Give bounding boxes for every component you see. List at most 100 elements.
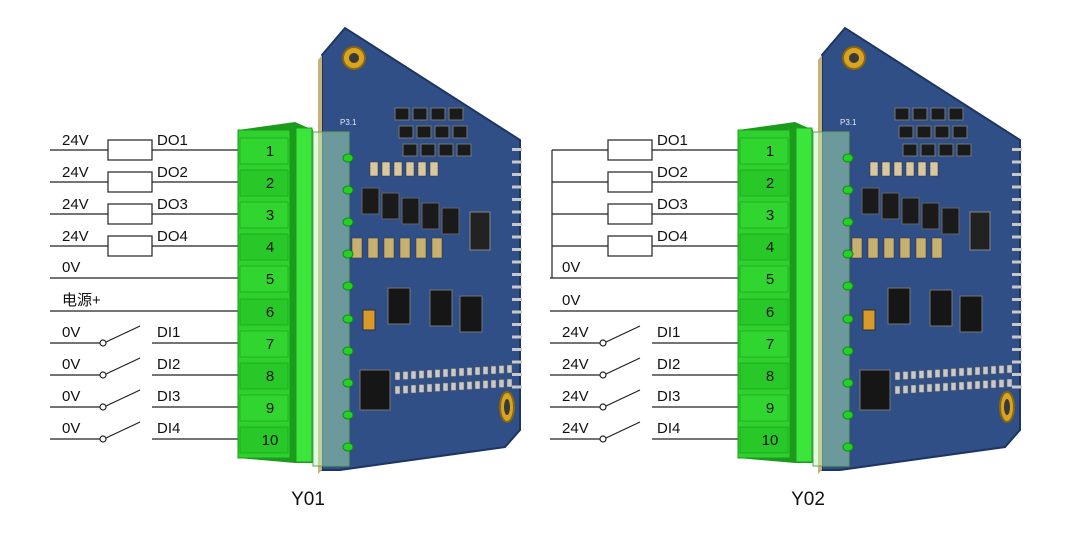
edge-pin	[1012, 373, 1022, 376]
pcb-board: P3.1	[818, 26, 1022, 474]
pin-number: 7	[766, 336, 774, 353]
switch-contact	[599, 435, 607, 443]
output-source-label: 24V	[62, 132, 89, 149]
header-pin	[966, 367, 973, 376]
output-name-label: DO4	[157, 228, 188, 245]
pin-number: 4	[266, 239, 274, 256]
ic-chip	[901, 197, 920, 225]
smd-diode	[420, 143, 436, 157]
header-pin	[490, 365, 497, 375]
header-pin	[982, 380, 989, 389]
header-pin	[482, 366, 489, 375]
mounting-hole-top-center	[849, 53, 859, 63]
output-name-label: DO1	[657, 132, 688, 149]
smd-capacitor	[851, 237, 863, 259]
terminal-pin	[842, 346, 854, 356]
output-name-label: DO1	[157, 132, 188, 149]
output-line-1: DO1	[552, 132, 744, 161]
terminal-side	[795, 127, 813, 463]
edge-pin	[512, 348, 522, 351]
input-source-label: 0V	[62, 324, 80, 341]
input-name-label: DI1	[657, 324, 680, 341]
terminal-pin	[842, 185, 854, 195]
smd-diode	[930, 107, 946, 121]
terminal-slot	[239, 265, 289, 293]
load-resistor	[107, 203, 153, 225]
edge-pin	[512, 310, 522, 314]
switch-lever	[605, 389, 641, 407]
ic-large	[469, 211, 491, 251]
terminal-pin	[342, 217, 354, 227]
switch-lever	[605, 421, 641, 439]
power-line-1: 0V	[50, 259, 244, 279]
header-pin	[506, 364, 513, 374]
mosfet	[959, 295, 983, 333]
header-pin	[1006, 378, 1013, 388]
tantalum-capacitor	[862, 309, 876, 331]
smd-resistor	[917, 161, 927, 177]
terminal-slot	[239, 330, 289, 358]
mosfet	[459, 295, 483, 333]
edge-pin	[1012, 148, 1022, 151]
ic-chip	[381, 192, 400, 220]
edge-pin	[512, 185, 522, 189]
mosfet	[887, 287, 911, 325]
terminal-pin	[342, 185, 354, 195]
switch-contact	[599, 371, 607, 379]
input-name-label: DI3	[657, 388, 680, 405]
edge-pin	[1012, 210, 1022, 214]
terminal-slot	[739, 169, 789, 197]
smd-resistor	[393, 161, 403, 177]
header-pin	[1006, 364, 1013, 374]
output-name-label: DO4	[657, 228, 688, 245]
edge-pin	[512, 335, 522, 339]
edge-pin	[1012, 335, 1022, 339]
edge-pin	[1012, 298, 1022, 301]
edge-pin	[512, 373, 522, 376]
ic-chip	[421, 202, 440, 230]
terminal-slot	[739, 137, 789, 165]
edge-pin	[512, 173, 522, 176]
smd-diode	[434, 125, 450, 139]
terminal-pin	[842, 378, 854, 388]
edge-pin	[512, 273, 522, 276]
regulator-chip	[359, 369, 391, 411]
load-resistor	[107, 139, 153, 161]
output-source-label: 24V	[62, 164, 89, 181]
switch-contact	[599, 339, 607, 347]
tantalum-capacitor	[362, 309, 376, 331]
output-name-label: DO2	[657, 164, 688, 181]
header-pin	[942, 382, 949, 392]
smd-capacitor	[867, 237, 879, 259]
edge-pin	[1012, 185, 1022, 189]
header-pin	[974, 366, 981, 376]
smd-diode	[912, 107, 928, 121]
smd-diode	[952, 125, 968, 139]
header-pin	[450, 382, 457, 391]
pin-number: 2	[766, 175, 774, 192]
pin-number: 3	[266, 207, 274, 224]
switch-lever	[105, 325, 141, 343]
pcb-board: P3.1	[318, 26, 522, 474]
header-pin	[506, 378, 513, 388]
edge-pin	[1012, 160, 1022, 164]
switch-contact	[99, 371, 107, 379]
terminal-slot	[739, 201, 789, 229]
terminal-slot	[739, 426, 789, 454]
mosfet	[387, 287, 411, 325]
load-resistor	[607, 171, 653, 193]
smd-resistor	[929, 161, 939, 177]
pin-number: 8	[266, 368, 274, 385]
pin-number: 10	[262, 432, 279, 449]
output-line-2: DO2	[552, 164, 744, 193]
edge-pin	[1012, 198, 1022, 201]
mosfet	[929, 289, 953, 327]
smd-resistor	[405, 161, 415, 177]
